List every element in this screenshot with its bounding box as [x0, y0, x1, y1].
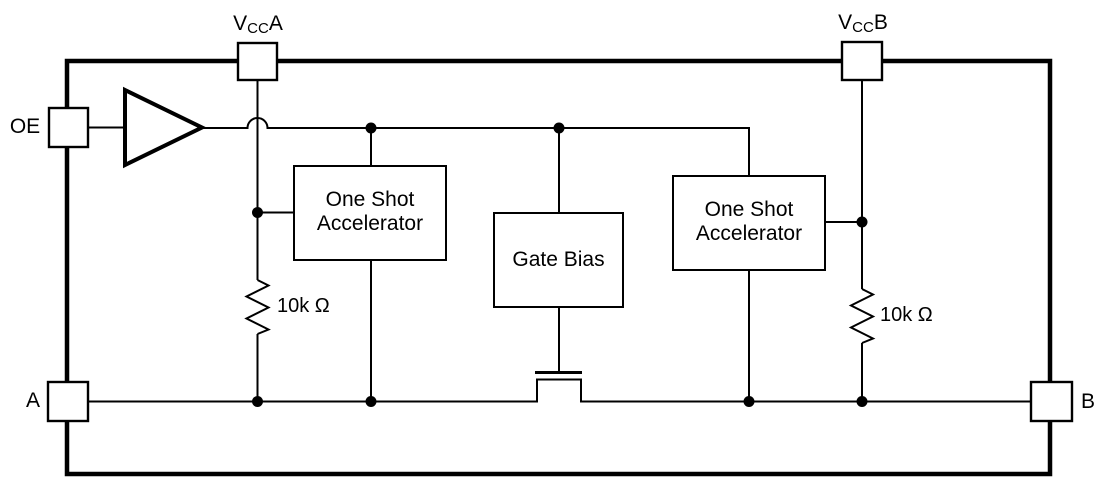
resistor-left-label: 10k Ω [277, 295, 330, 317]
one-shot-accelerator-right-label: One Shot Accelerator [695, 198, 803, 245]
junction-dot [252, 396, 263, 407]
oe-pin-label: OE [9, 115, 41, 138]
pin-terminal-vccb [840, 40, 884, 82]
wire-main-control [202, 117, 750, 176]
resistor-right-label: 10k Ω [880, 304, 933, 326]
wire-a-b-channel [88, 378, 1031, 403]
vcca-pin-label: VCCA [233, 12, 283, 38]
gate-bias-box [493, 212, 624, 308]
gate-bias-label: Gate Bias [512, 248, 605, 271]
buffer-triangle-symbol [123, 86, 207, 169]
junction-dot [365, 396, 377, 407]
chip-outline [64, 58, 1053, 477]
junction-dot [252, 207, 263, 218]
vccb-pin-label: VCCB [838, 11, 888, 37]
a-pin-label: A [25, 389, 40, 412]
junction-dot [856, 396, 868, 407]
one-shot-accelerator-right-box [672, 175, 826, 271]
resistor-symbol-left [244, 279, 271, 335]
pin-terminal-vcca [236, 41, 279, 82]
junction-dot [743, 396, 755, 407]
pin-terminal-b [1029, 380, 1074, 423]
pin-terminal-a [46, 380, 90, 423]
one-shot-accelerator-left-box [293, 165, 447, 261]
junction-dot [365, 122, 377, 134]
pin-terminal-oe [47, 106, 90, 149]
resistor-symbol-right [848, 288, 876, 344]
junction-dot [856, 216, 868, 228]
b-pin-label: B [1080, 390, 1095, 413]
one-shot-accelerator-left-label: One Shot Accelerator [316, 188, 424, 235]
junction-dot [553, 122, 565, 134]
